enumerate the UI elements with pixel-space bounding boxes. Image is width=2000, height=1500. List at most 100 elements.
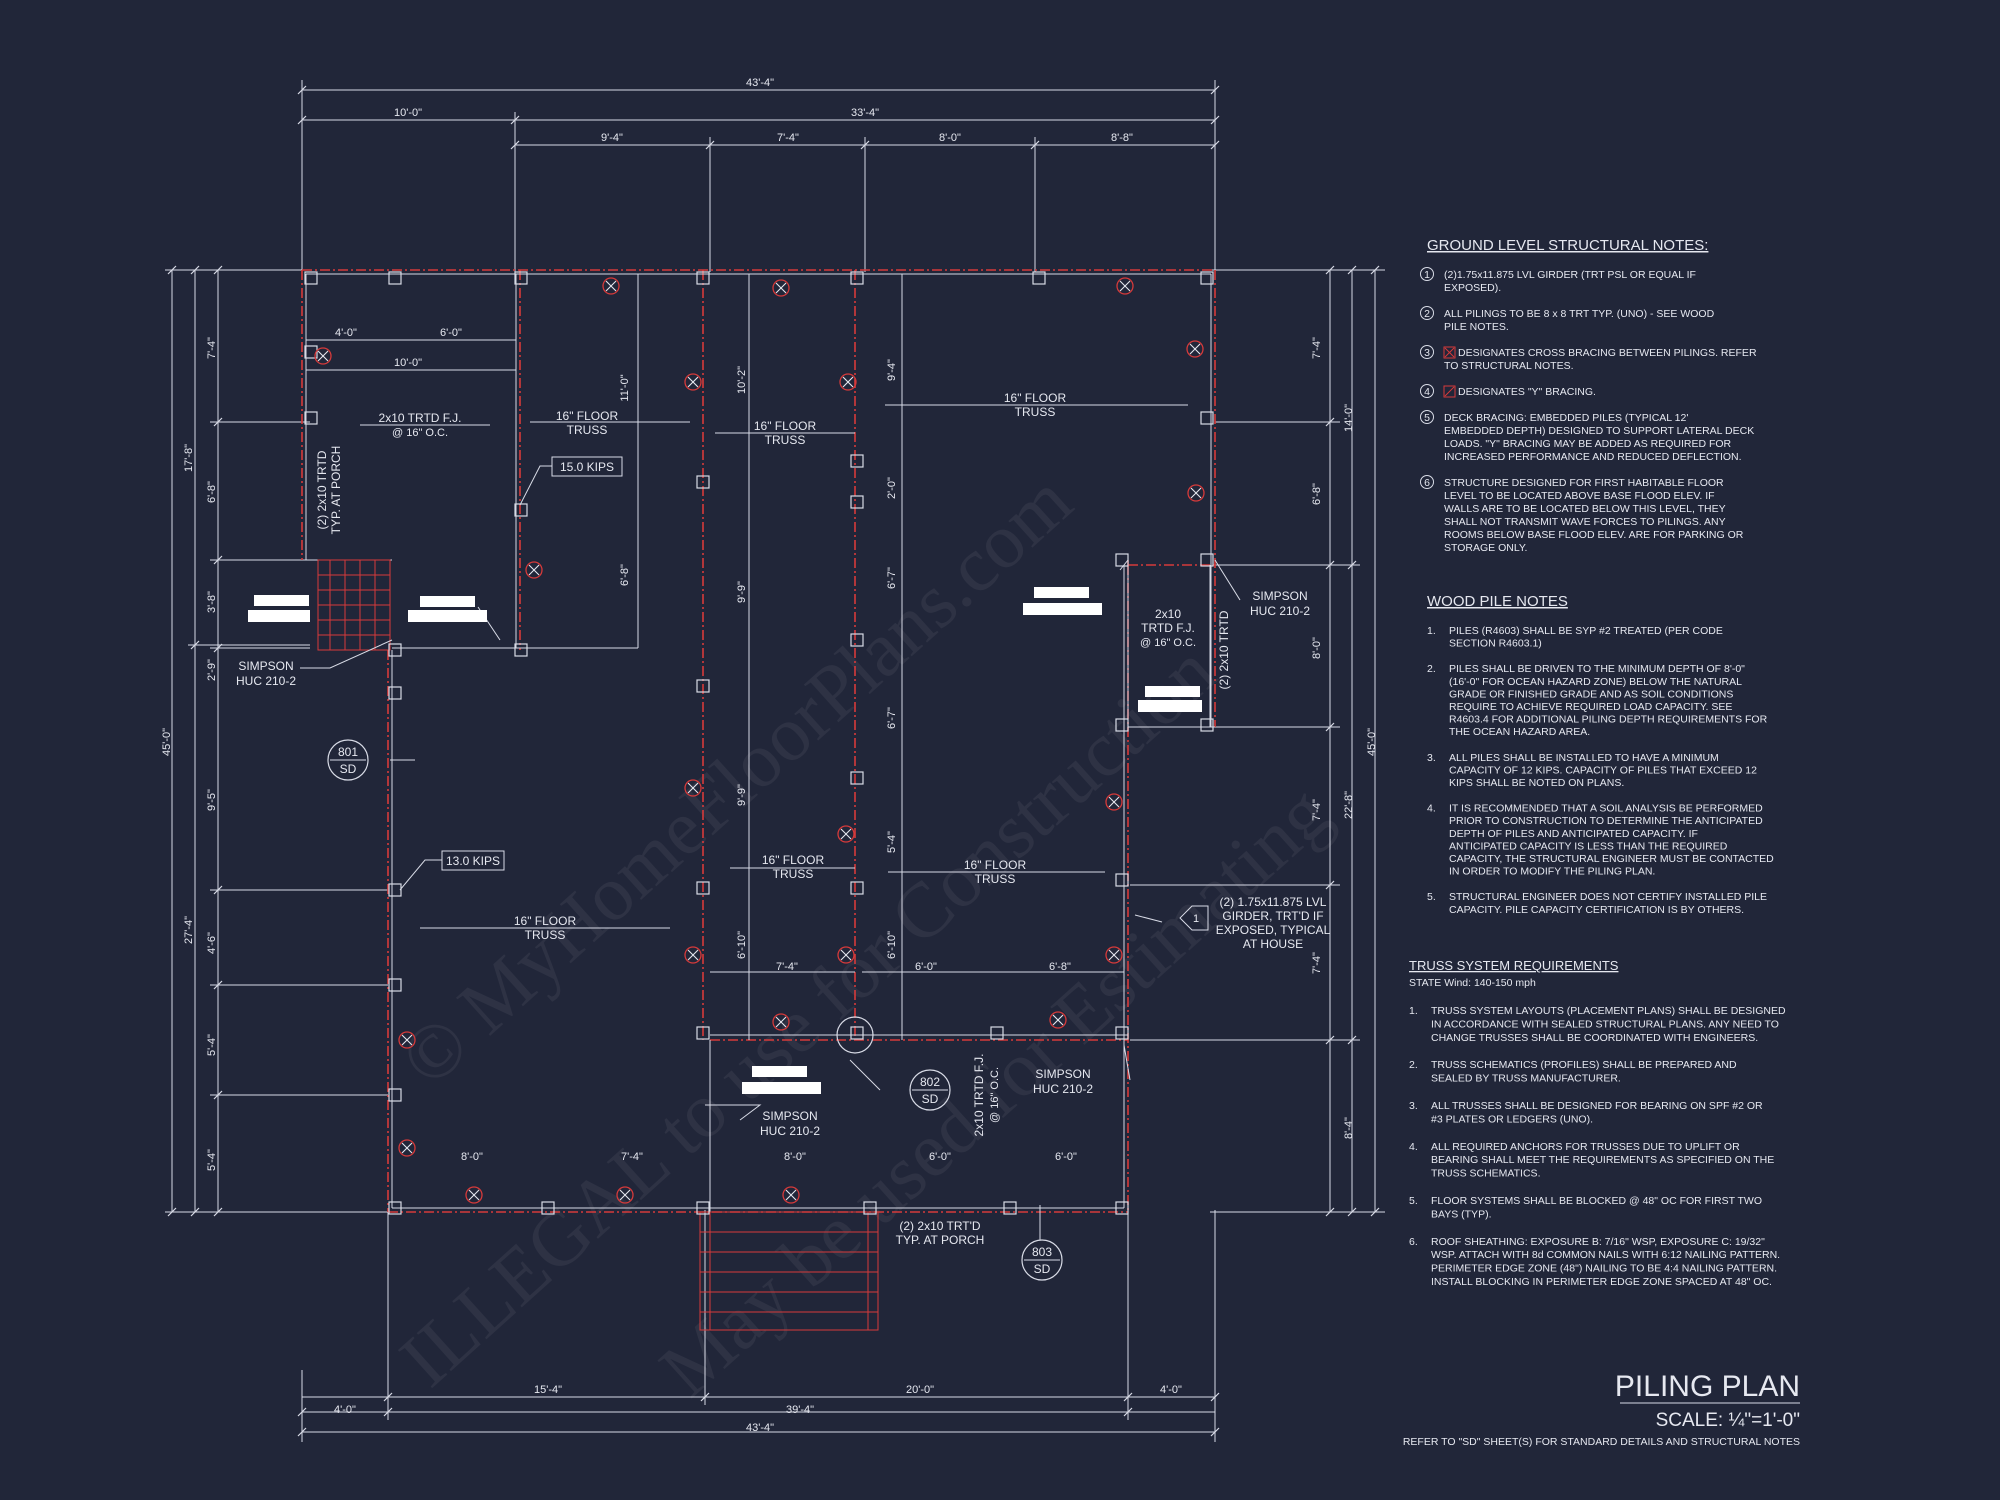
truss-notes-heading: TRUSS SYSTEM REQUIREMENTS bbox=[1409, 958, 1619, 973]
truss-note-item-4-line-1: ALL REQUIRED ANCHORS FOR TRUSSES DUE TO … bbox=[1431, 1141, 1740, 1153]
fj-label-3a: 2x10 TRTD F.J. bbox=[972, 1054, 986, 1137]
dim-bottom-middle: 39'-4" bbox=[786, 1404, 814, 1416]
ground-notes-list: 1(2)1.75x11.875 LVL GIRDER (TRT PSL OR E… bbox=[1420, 267, 1757, 554]
kips-labels: 15.0 KIPS 13.0 KIPS bbox=[441, 456, 623, 871]
truss-note-item-2-line-2: SEALED BY TRUSS MANUFACTURER. bbox=[1431, 1073, 1621, 1085]
dim-right-seg-5: 7'-4" bbox=[1311, 952, 1323, 974]
wood-note-item-2-line-5: R4603.4 FOR ADDITIONAL PILING DEPTH REQU… bbox=[1449, 714, 1768, 726]
simpson-label-1: SIMPSON bbox=[238, 659, 293, 673]
pile-10 bbox=[514, 503, 528, 517]
dim-top-bay-3: 8'-0" bbox=[939, 132, 961, 144]
dim-left-seg-3: 3'-8" bbox=[206, 591, 218, 613]
dim-left-seg-2: 6'-8" bbox=[206, 481, 218, 503]
wood-note-item-2-line-6: THE OCEAN HAZARD AREA. bbox=[1449, 726, 1590, 738]
ground-note-item-3-line-2: TO STRUCTURAL NOTES. bbox=[1444, 360, 1574, 372]
dim-v1: 11'-0" bbox=[619, 374, 631, 401]
wood-note-item-4-line-6: IN ORDER TO MODIFY THE PILING PLAN. bbox=[1449, 866, 1655, 878]
plan-scale: SCALE: ¼"=1'-0" bbox=[1656, 1410, 1800, 1431]
fj-label-3b: @ 16" O.C. bbox=[989, 1067, 1001, 1123]
cross-brace-20 bbox=[465, 1186, 483, 1204]
truss-arrows bbox=[360, 404, 1188, 973]
ground-notes-heading: GROUND LEVEL STRUCTURAL NOTES: bbox=[1427, 237, 1708, 254]
dim-left-overall: 45'-0" bbox=[161, 728, 173, 756]
dim-right-seg-3: 8'-0" bbox=[1311, 637, 1323, 659]
dim-bottom-seg1: 15'-4" bbox=[534, 1384, 562, 1396]
wood-notes-heading: WOOD PILE NOTES bbox=[1427, 593, 1568, 610]
simpson-label-4: SIMPSON bbox=[762, 1109, 817, 1123]
girder-tag: 1 bbox=[1193, 913, 1199, 925]
truss-note-number-3: 3. bbox=[1409, 1100, 1418, 1112]
truss-note-item-6-line-4: INSTALL BLOCKING IN PERIMETER EDGE ZONE … bbox=[1431, 1276, 1772, 1288]
ground-note-item-6-line-3: WALLS ARE TO BE LOCATED BELOW THIS LEVEL… bbox=[1444, 503, 1726, 515]
wood-note-item-4-line-4: ANTICIPATED CAPACITY IS LESS THAN THE RE… bbox=[1449, 840, 1728, 852]
cross-brace-11 bbox=[837, 825, 855, 843]
pile-31 bbox=[541, 1201, 555, 1215]
dim-left-seg-1: 7'-4" bbox=[206, 337, 218, 359]
truss-note-number-4: 4. bbox=[1409, 1141, 1418, 1153]
wood-note-number-3: 3. bbox=[1427, 752, 1436, 764]
wood-note-number-1: 1. bbox=[1427, 625, 1436, 637]
dim-b3: 8'-0" bbox=[784, 1151, 806, 1163]
section-801-number: 801 bbox=[338, 745, 358, 759]
cross-brace-3 bbox=[1116, 277, 1134, 295]
dim-right-upper: 14'-0" bbox=[1343, 404, 1355, 432]
wood-pile-notes: WOOD PILE NOTES 1.PILES (R4603) SHALL BE… bbox=[1427, 593, 1774, 916]
ground-note-item-6-line-4: SHALL NOT TRANSMIT WAVE FORCES TO PILING… bbox=[1444, 516, 1726, 528]
plan-title: PILING PLAN bbox=[1615, 1370, 1800, 1403]
cross-brace-17 bbox=[1049, 1011, 1067, 1029]
dim-bottom-seg2: 20'-0" bbox=[906, 1384, 934, 1396]
ground-note-item-1-line-2: EXPOSED). bbox=[1444, 282, 1501, 294]
cross-brace-21 bbox=[616, 1186, 634, 1204]
ground-note-number-3: 3 bbox=[1424, 347, 1430, 359]
dim-porch-b: 6'-0" bbox=[440, 327, 462, 339]
ground-level-notes: GROUND LEVEL STRUCTURAL NOTES: 1(2)1.75x… bbox=[1420, 237, 1757, 554]
truss-note-number-5: 5. bbox=[1409, 1195, 1418, 1207]
wood-note-item-2-line-4: REQUIRE TO ACHIEVE REQUIRED LOAD CAPACIT… bbox=[1449, 701, 1732, 713]
dimension-ticks bbox=[167, 85, 1380, 1437]
truss-notes-sub: STATE Wind: 140-150 mph bbox=[1409, 977, 1536, 989]
plan-labels: 2x10 TRTD F.J. @ 16" O.C. (2) 2x10 TRTD … bbox=[236, 391, 1331, 1247]
ground-note-number-5: 5 bbox=[1424, 412, 1430, 424]
dim-top-left: 10'-0" bbox=[394, 107, 422, 119]
truss-label-6: 16" FLOOR bbox=[514, 914, 577, 928]
truss-label-6b: TRUSS bbox=[525, 928, 566, 942]
structure bbox=[301, 269, 1216, 1331]
pile-5 bbox=[850, 271, 864, 285]
cross-brace-5 bbox=[684, 373, 702, 391]
dim-b4: 6'-0" bbox=[929, 1151, 951, 1163]
porch-beam-vertical-1: (2) 2x10 TRTD bbox=[315, 450, 329, 529]
fj-label-1b: @ 16" O.C. bbox=[392, 427, 448, 439]
simpson-label-2: SIMPSON bbox=[1252, 589, 1307, 603]
fj-label-2c: @ 16" O.C. bbox=[1140, 637, 1196, 649]
section-markers: 801 SD 802 SD 803 SD 1 bbox=[327, 739, 1209, 1281]
truss-note-number-2: 2. bbox=[1409, 1059, 1418, 1071]
wood-note-item-2-line-1: PILES SHALL BE DRIVEN TO THE MINIMUM DEP… bbox=[1449, 663, 1745, 675]
pile-35 bbox=[863, 1201, 877, 1215]
pile-23 bbox=[1200, 718, 1214, 732]
fj-label-2b: TRTD F.J. bbox=[1141, 621, 1195, 635]
truss-note-item-6-line-1: ROOF SHEATHING: EXPOSURE B: 7/16" WSP, E… bbox=[1431, 1236, 1765, 1248]
kips-15-label: 15.0 KIPS bbox=[560, 460, 614, 474]
dim-v8: 2'-0" bbox=[886, 477, 898, 499]
truss-label-3: 16" FLOOR bbox=[1004, 391, 1067, 405]
pile-37 bbox=[1115, 1201, 1129, 1215]
girder-note-4: AT HOUSE bbox=[1243, 937, 1303, 951]
pile-38 bbox=[990, 1026, 1004, 1040]
truss-note-item-1-line-1: TRUSS SYSTEM LAYOUTS (PLACEMENT PLANS) S… bbox=[1431, 1005, 1786, 1017]
pile-22 bbox=[1115, 873, 1129, 887]
pile-14 bbox=[850, 495, 864, 509]
leader-lines bbox=[300, 465, 1241, 1240]
truss-label-5: 16" FLOOR bbox=[964, 858, 1027, 872]
ground-note-item-5-line-1: DECK BRACING: EMBEDDED PILES (TYPICAL 12… bbox=[1444, 412, 1688, 424]
wood-note-item-5-line-2: CAPACITY. PILE CAPACITY CERTIFICATION IS… bbox=[1449, 904, 1744, 916]
dim-b2: 7'-4" bbox=[621, 1151, 643, 1163]
porch-beam-vertical-2: TYP. AT PORCH bbox=[329, 446, 343, 535]
cross-brace-18 bbox=[398, 1031, 416, 1049]
cross-brace-16 bbox=[772, 1013, 790, 1031]
huc-label-4: HUC 210-2 bbox=[760, 1124, 820, 1138]
pile-26 bbox=[388, 686, 402, 700]
truss-label-4b: TRUSS bbox=[773, 867, 814, 881]
kips-13-box bbox=[441, 850, 505, 871]
ground-note-item-2-line-2: PILE NOTES. bbox=[1444, 321, 1509, 333]
pile-1 bbox=[304, 271, 318, 285]
